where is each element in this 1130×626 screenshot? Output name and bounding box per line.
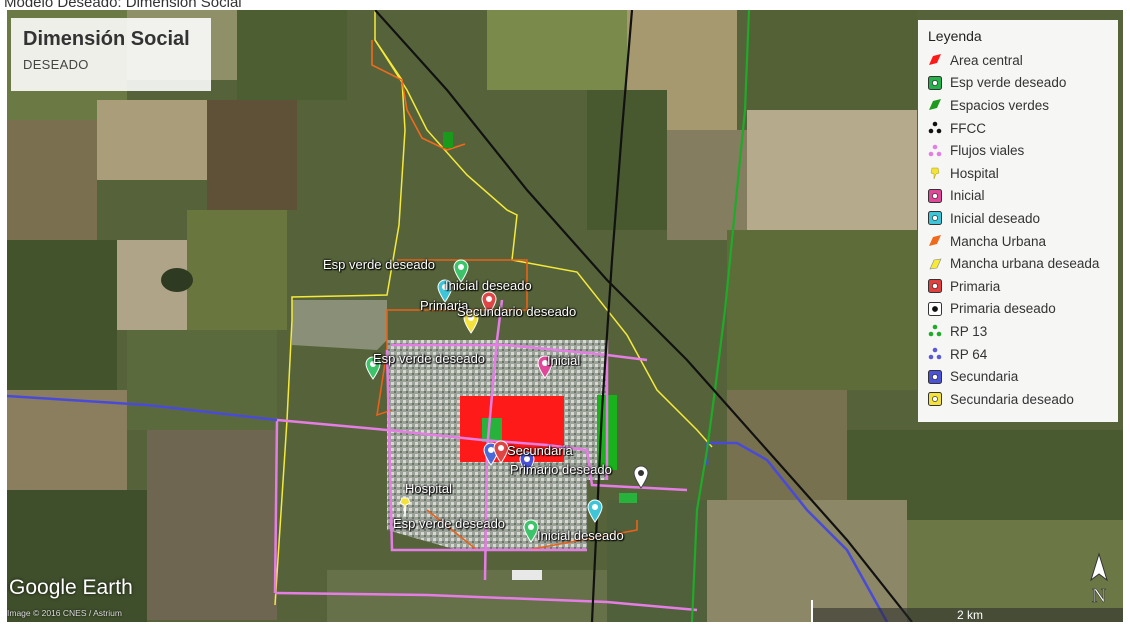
legend-item-label: Secundaria deseado bbox=[950, 391, 1074, 407]
pink-triad-icon bbox=[928, 144, 942, 158]
map-label: Primario deseado bbox=[510, 462, 612, 477]
map-label: Esp verde deseado bbox=[323, 257, 436, 272]
legend-item: Mancha Urbana bbox=[928, 230, 1108, 253]
satellite-imagery bbox=[7, 10, 1123, 622]
map-title: Dimensión Social bbox=[23, 28, 190, 50]
red-polygon-icon bbox=[928, 53, 942, 67]
north-label: N bbox=[1092, 585, 1106, 607]
green-pin-icon[interactable] bbox=[365, 356, 381, 380]
map-label: Primaria bbox=[420, 298, 469, 313]
scale-tick bbox=[811, 600, 813, 622]
yellow-pin-icon[interactable] bbox=[463, 310, 479, 334]
yellow-pushpin-icon[interactable] bbox=[397, 493, 413, 517]
legend-item-label: Esp verde deseado bbox=[950, 75, 1067, 91]
legend-item: Area central bbox=[928, 49, 1108, 72]
map-label: Inicial deseado bbox=[445, 278, 532, 293]
legend-item-label: Area central bbox=[950, 52, 1023, 68]
cyan-pin-icon[interactable] bbox=[587, 499, 603, 523]
legend-item-label: FFCC bbox=[950, 120, 986, 136]
map-view[interactable]: Dimensión Social DESEADO Esp verde desea… bbox=[7, 10, 1123, 622]
green-triad-icon bbox=[928, 324, 942, 338]
legend-item: Primaria bbox=[928, 275, 1108, 298]
legend-item: RP 13 bbox=[928, 320, 1108, 343]
green-square-dot-icon bbox=[928, 75, 942, 90]
legend-item-label: RP 64 bbox=[950, 346, 988, 362]
legend-item-label: Hospital bbox=[950, 165, 999, 181]
north-arrow-icon[interactable]: N bbox=[1087, 550, 1111, 610]
legend-item: Inicial bbox=[928, 185, 1108, 208]
legend-item: Esp verde deseado bbox=[928, 72, 1108, 95]
map-label: Hospital bbox=[405, 481, 452, 496]
red-pin-icon[interactable] bbox=[493, 440, 509, 464]
figure-caption: Modelo Deseado: Dimensión Social bbox=[4, 0, 242, 11]
title-panel: Dimensión Social DESEADO bbox=[11, 18, 211, 91]
map-label: Inicial bbox=[547, 353, 581, 368]
red-square-dot-icon bbox=[928, 279, 942, 294]
google-earth-logo: Google Earth bbox=[9, 576, 133, 599]
green-polygon-icon bbox=[928, 98, 942, 112]
legend-item: Inicial deseado bbox=[928, 207, 1108, 230]
scale-bar: 2 km bbox=[811, 600, 1123, 622]
legend-item-label: Primaria bbox=[950, 278, 1001, 294]
white-pin-icon[interactable] bbox=[633, 465, 649, 489]
legend-item: Secundaria deseado bbox=[928, 388, 1108, 411]
yellow-pushpin-icon bbox=[928, 166, 942, 180]
cyan-square-dot-icon bbox=[928, 211, 942, 226]
yellow-polygon-outline-icon bbox=[928, 257, 942, 271]
legend-item-label: Flujos viales bbox=[950, 143, 1025, 159]
blue-pin-icon[interactable] bbox=[519, 451, 535, 475]
map-label: Inicial deseado bbox=[537, 528, 624, 543]
legend-item-label: Mancha Urbana bbox=[950, 233, 1047, 249]
legend-item-label: Primaria deseado bbox=[950, 301, 1056, 317]
legend-item: Primaria deseado bbox=[928, 298, 1108, 321]
yellow-square-dot-icon bbox=[928, 392, 942, 407]
blue-triad-icon bbox=[928, 347, 942, 361]
legend-item: Espacios verdes bbox=[928, 94, 1108, 117]
legend-item: RP 64 bbox=[928, 343, 1108, 366]
cyan-pin-icon[interactable] bbox=[437, 279, 453, 303]
legend-item: Mancha urbana deseada bbox=[928, 252, 1108, 275]
map-label: Secundario deseado bbox=[457, 304, 577, 319]
legend-item-label: RP 13 bbox=[950, 323, 988, 339]
white-square-dot-icon bbox=[928, 301, 942, 316]
orange-polygon-icon bbox=[928, 234, 942, 248]
black-triad-icon bbox=[928, 121, 942, 135]
legend-item-label: Inicial bbox=[950, 188, 985, 204]
magenta-pin-icon[interactable] bbox=[537, 355, 553, 379]
legend-item-label: Espacios verdes bbox=[950, 97, 1050, 113]
green-pin-icon[interactable] bbox=[453, 259, 469, 283]
legend-item: Hospital bbox=[928, 162, 1108, 185]
legend-item-label: Secundaria bbox=[950, 369, 1019, 385]
attribution: Image © 2016 CNES / Astrium bbox=[7, 608, 122, 618]
legend-item: Flujos viales bbox=[928, 139, 1108, 162]
blue-square-dot-icon bbox=[928, 369, 942, 384]
map-subtitle: DESEADO bbox=[23, 57, 89, 72]
magenta-square-dot-icon bbox=[928, 188, 942, 203]
legend-item: Secundaria bbox=[928, 365, 1108, 388]
legend-item-label: Mancha urbana deseada bbox=[950, 256, 1100, 272]
map-label: Esp verde deseado bbox=[373, 351, 486, 366]
green-pin-icon[interactable] bbox=[523, 519, 539, 543]
scale-label: 2 km bbox=[957, 608, 984, 622]
map-label: Secundaria bbox=[507, 443, 573, 458]
legend-item-label: Inicial deseado bbox=[950, 210, 1041, 226]
map-label: Esp verde deseado bbox=[393, 516, 506, 531]
legend-title: Leyenda bbox=[928, 28, 982, 44]
legend-item: FFCC bbox=[928, 117, 1108, 140]
red-pin-icon[interactable] bbox=[481, 291, 497, 315]
